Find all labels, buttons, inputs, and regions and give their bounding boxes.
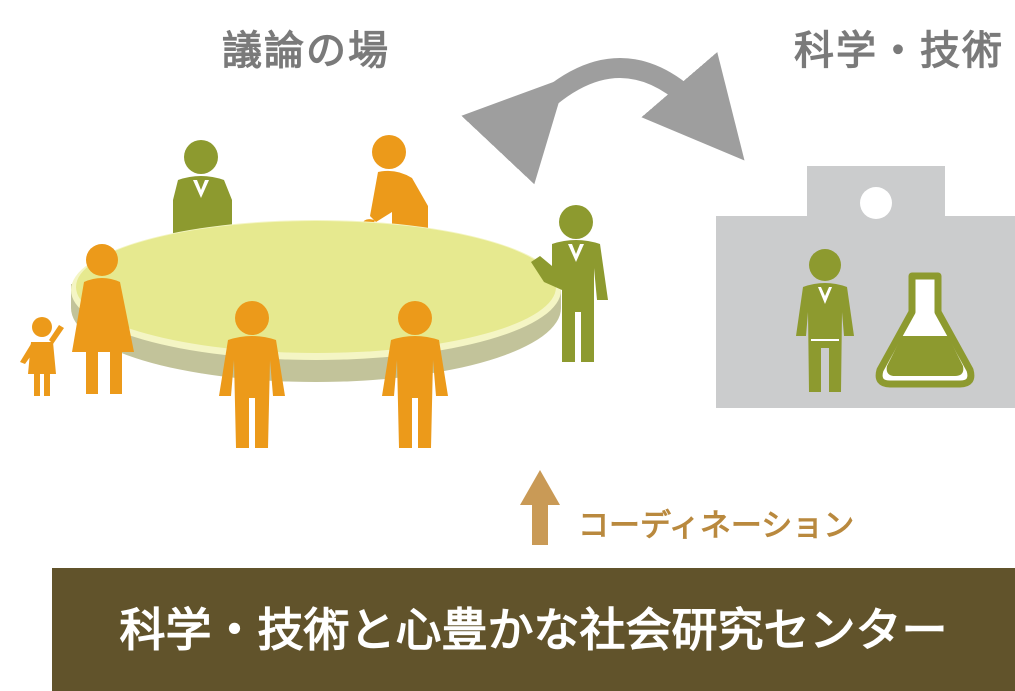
bidirectional-arrow bbox=[461, 52, 745, 185]
flask-icon bbox=[875, 272, 975, 388]
orange-man-figure-left bbox=[219, 301, 285, 448]
child-figure bbox=[20, 317, 64, 396]
olive-man-figure bbox=[531, 205, 608, 362]
banner-text: 科学・技術と心豊かな社会研究センター bbox=[119, 603, 948, 657]
scientist-figure bbox=[796, 249, 854, 392]
coordination-arrow-icon bbox=[520, 470, 560, 545]
discussion-area-label: 議論の場 bbox=[222, 28, 390, 74]
center-name-banner: 科学・技術と心豊かな社会研究センター bbox=[52, 568, 1015, 691]
orange-man-figure-right bbox=[382, 301, 448, 448]
coordination-label: コーディネーション bbox=[578, 508, 855, 544]
orange-woman-figure bbox=[72, 244, 134, 394]
science-technology-label: 科学・技術 bbox=[794, 28, 1004, 74]
discussion-table bbox=[71, 220, 561, 382]
